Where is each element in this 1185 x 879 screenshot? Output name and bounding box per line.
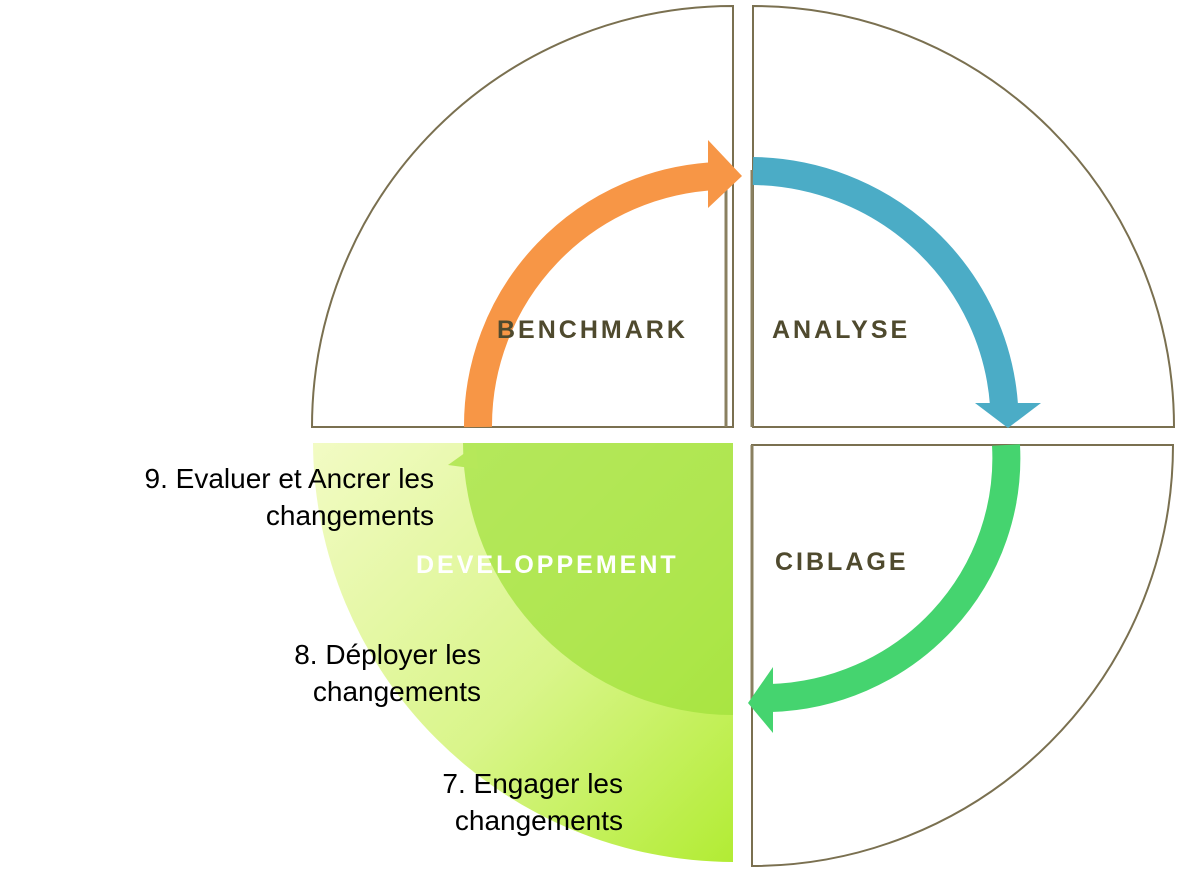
benchmark-label: BENCHMARK <box>497 316 688 344</box>
benchmark-arrow-shaft <box>463 162 719 428</box>
benchmark-arrow-head <box>708 140 742 208</box>
quadrant-analyse <box>752 4 1176 428</box>
developpement-inner-sector <box>463 443 733 715</box>
step-7-line1: 7. Engager les <box>442 768 623 799</box>
step-7-label: 7. Engager les changements <box>442 765 623 839</box>
analyse-arrow-head <box>975 403 1041 428</box>
analyse-label: ANALYSE <box>772 316 910 344</box>
quadrant-benchmark <box>310 4 734 428</box>
step-9-line1: 9. Evaluer et Ancrer les <box>144 463 434 494</box>
analyse-arrow-shaft <box>752 157 1018 407</box>
ciblage-label: CIBLAGE <box>775 548 909 576</box>
step-8-line1: 8. Déployer les <box>294 639 481 670</box>
step-8-label: 8. Déployer les changements <box>294 636 481 710</box>
ciblage-arrow-head <box>748 667 773 733</box>
step-9-label: 9. Evaluer et Ancrer les changements <box>145 460 434 534</box>
step-9-line2: changements <box>265 500 434 531</box>
step-8-line2: changements <box>312 676 481 707</box>
quadrant-ciblage <box>751 444 1175 868</box>
developpement-arrow-head <box>448 445 478 469</box>
developpement-label: DEVELOPPEMENT <box>416 551 679 579</box>
step-7-line2: changements <box>454 805 623 836</box>
ciblage-arrow-shaft <box>770 444 1021 712</box>
